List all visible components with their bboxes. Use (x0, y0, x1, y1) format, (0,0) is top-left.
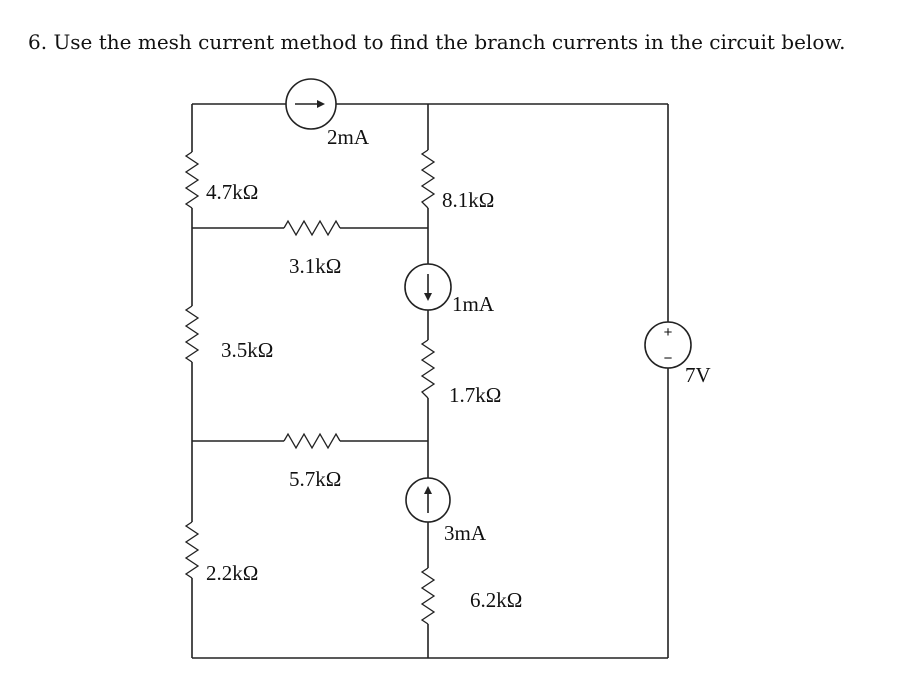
resistor-center-middle (420, 339, 436, 399)
label-resistor-horizontal-top: 3.1kΩ (289, 254, 341, 278)
label-resistor-left-top: 4.7kΩ (206, 180, 258, 204)
resistor-left-top (184, 151, 200, 209)
label-resistor-center-middle: 1.7kΩ (449, 383, 501, 407)
label-resistor-center-top: 8.1kΩ (442, 188, 494, 212)
label-bottom-source: 3mA (444, 521, 487, 545)
wires (191, 103, 669, 659)
resistor-horizontal-bottom (283, 432, 341, 450)
resistor-center-bottom (420, 567, 436, 625)
problem-statement: 6. Use the mesh current method to find t… (28, 30, 846, 54)
resistor-left-middle (184, 305, 200, 363)
label-resistor-horizontal-bottom: 5.7kΩ (289, 467, 341, 491)
label-top-source: 2mA (327, 125, 370, 149)
minus-sign: − (664, 350, 673, 367)
resistor-left-bottom (184, 521, 200, 579)
current-source-bottom (405, 477, 451, 523)
label-resistor-left-middle: 3.5kΩ (221, 338, 273, 362)
labels: 2mA 4.7kΩ 8.1kΩ 3.1kΩ 1mA 3.5kΩ 7V 1.7kΩ… (206, 125, 711, 612)
current-source-middle (404, 263, 452, 311)
resistor-horizontal-top (283, 219, 341, 237)
label-resistor-left-bottom: 2.2kΩ (206, 561, 258, 585)
label-voltage-source: 7V (685, 363, 711, 387)
resistor-center-top (420, 149, 436, 209)
resistors (184, 149, 436, 625)
label-resistor-center-bottom: 6.2kΩ (470, 588, 522, 612)
current-source-top (285, 78, 337, 130)
label-middle-source: 1mA (452, 292, 495, 316)
plus-sign: + (664, 324, 673, 341)
voltage-source: + − (644, 321, 692, 369)
